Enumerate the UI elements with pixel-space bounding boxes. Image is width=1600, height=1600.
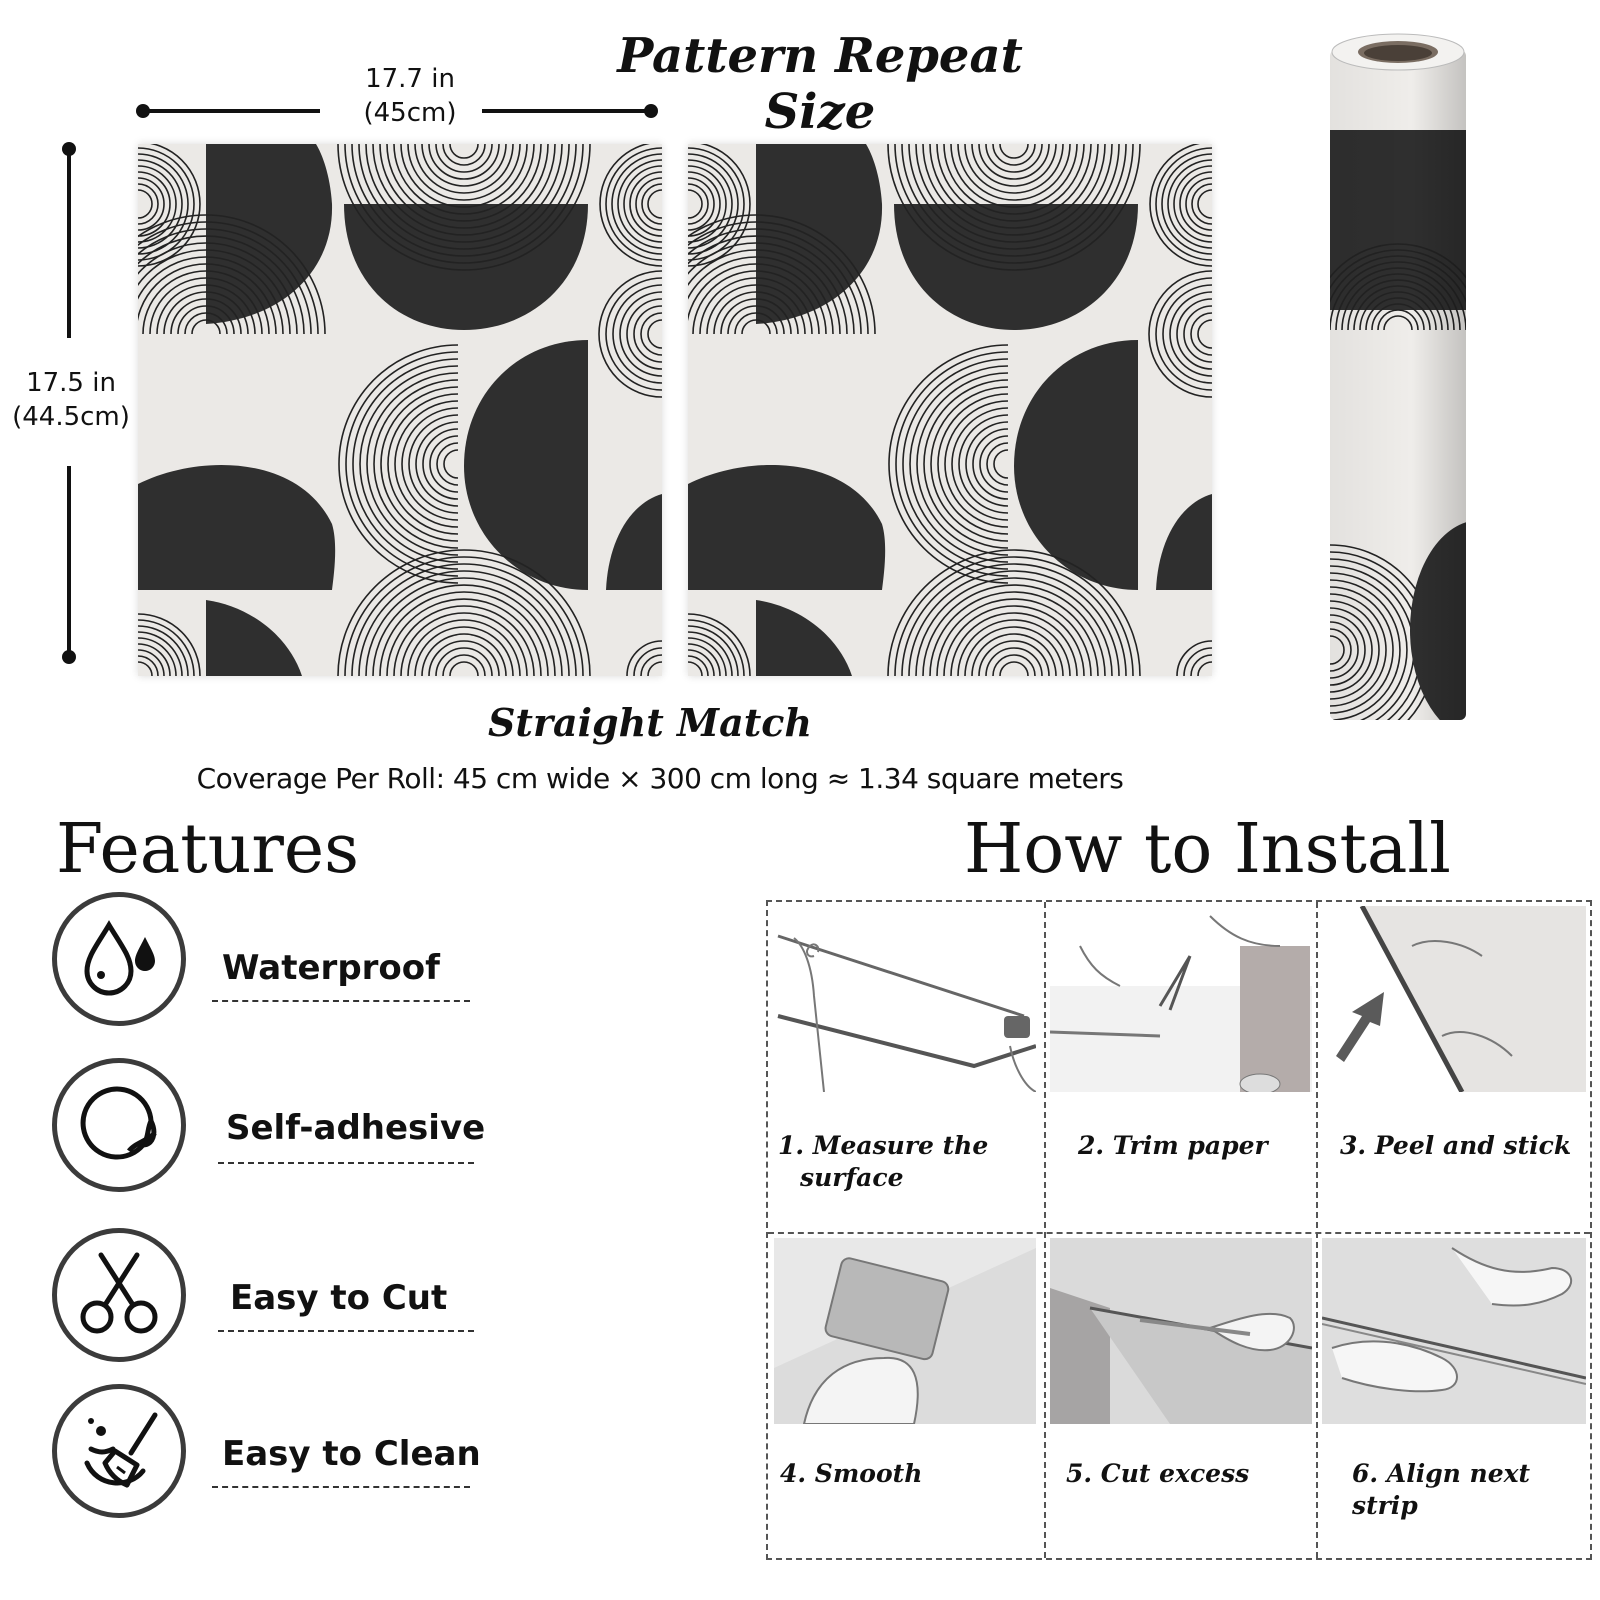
water-drops-icon [52,892,186,1026]
step-5-illustration [1050,1238,1312,1424]
page-title: Pattern Repeat Size [617,28,1023,140]
pattern-shapes [138,144,662,676]
step-3-illustration [1322,906,1586,1092]
pattern-tile [688,144,1212,676]
width-label: 17.7 in (45cm) [363,64,457,128]
width-dim-line-right [482,109,650,113]
pattern-graphic [688,144,1212,676]
feature-divider [212,1000,470,1002]
height-dim-line-top [67,148,71,338]
feature-label-easy-to-cut: Easy to Cut [230,1278,448,1318]
feature-label-waterproof: Waterproof [222,948,440,988]
feature-label-easy-to-clean: Easy to Clean [222,1434,481,1474]
feature-divider [218,1162,474,1164]
step-6-illustration [1322,1238,1586,1424]
wallpaper-roll-image [1330,33,1466,720]
width-dim-line-left [142,109,320,113]
install-heading: How to Install [964,810,1451,889]
step-1-line-2: surface [800,1163,904,1192]
peeling-sticker-icon [52,1058,186,1192]
grid-divider [1316,902,1318,1558]
feature-divider [212,1486,470,1488]
height-dim-end-dot [62,650,76,664]
step-2-illustration [1050,906,1312,1092]
scissors-icon [52,1228,186,1362]
step-6-label: 6. Align next strip [1352,1459,1531,1520]
pattern-graphic [138,144,662,676]
features-heading: Features [56,810,360,889]
grid-divider [1044,902,1046,1558]
step-4-label: 4. Smooth [780,1459,923,1488]
height-dim-line-bottom [67,466,71,656]
width-dim-end-dot [644,104,658,118]
install-steps-grid: 1. Measure the surface 2. Trim paper 3. … [766,900,1592,1560]
coverage-text: Coverage Per Roll: 45 cm wide × 300 cm l… [196,762,1124,795]
pattern-tile [138,144,662,676]
step-2-label: 2. Trim paper [1078,1131,1268,1160]
step-1-illustration [774,906,1036,1092]
step-5-label: 5. Cut excess [1066,1459,1250,1488]
step-3-label: 3. Peel and stick [1340,1131,1572,1160]
feature-divider [218,1330,474,1332]
feature-label-self-adhesive: Self-adhesive [226,1108,486,1148]
height-label: 17.5 in (44.5cm) [12,368,130,432]
grid-divider [768,1232,1590,1234]
straight-match-heading: Straight Match [487,700,813,745]
step-4-illustration [774,1238,1036,1424]
step-1-line-1: 1. Measure the [778,1131,989,1160]
step-1-label: 1. Measure the surface [778,1130,988,1194]
broom-icon [52,1384,186,1518]
pattern-shapes [688,144,1212,676]
